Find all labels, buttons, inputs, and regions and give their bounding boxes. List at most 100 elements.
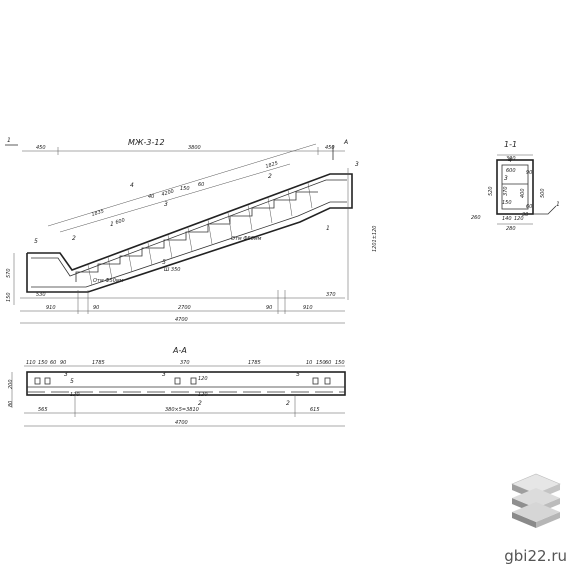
elevation-title: МЖ-3-12: [128, 138, 165, 147]
dim-bottom-b: 910: [46, 305, 56, 311]
dim-bottom-f: 910: [303, 305, 313, 311]
section-11-dim-low-left: 260: [471, 215, 481, 221]
aa-hole: [174, 377, 181, 385]
section-11-leg: [533, 205, 557, 215]
left-height-1: 570: [6, 268, 12, 278]
stirrups: [87, 182, 313, 286]
mark-4: 4: [130, 182, 134, 189]
diagonal-dim-line-2: [59, 163, 291, 233]
aa-hole: [190, 377, 197, 385]
mark-2b: 2: [268, 173, 272, 180]
mark-3b: 3: [355, 161, 359, 168]
rebar-top: [31, 179, 347, 277]
dim-bottom-total: 4700: [175, 317, 188, 323]
section-11-dim-top: 300: [506, 156, 516, 162]
note-2: Отм Ф50мм: [93, 278, 124, 284]
section-11-dim-w2: 400: [520, 188, 526, 198]
dim-diag-1: 4200: [161, 188, 175, 197]
section-11-dim-w6: 140: [502, 216, 512, 222]
mark-3: 3: [164, 201, 168, 208]
section-11-dim-bottom: 280: [506, 226, 516, 232]
aa-dim-a: 110: [26, 360, 36, 366]
aa-dim-j: 60: [325, 360, 331, 366]
dim-bottom-e: 90: [266, 305, 272, 311]
left-height-2: 150: [6, 292, 12, 302]
diagonal-dim-line-1: [47, 143, 317, 227]
stringer-outline: [26, 173, 353, 293]
mark-1: 1: [110, 221, 114, 228]
aa-hole: [324, 377, 331, 385]
dim-diag-5: 40: [148, 194, 154, 200]
dim-top-overall: 3800: [188, 145, 201, 151]
section-arrow-label: А: [343, 139, 348, 146]
mark-1b: 1: [326, 225, 330, 232]
mark-2: 2: [72, 235, 76, 242]
aa-mark-5a: 5: [70, 378, 74, 385]
dim-top-right: 450: [325, 145, 335, 151]
section-11-mark-4: 4: [508, 157, 512, 164]
dim-diag-6: 150: [180, 186, 190, 192]
mark-5b: 5: [162, 259, 166, 266]
section-11-inner: [501, 164, 529, 210]
section-11-title: 1-1: [504, 140, 517, 149]
dim-diag-3: 1835: [91, 208, 105, 217]
section-a-a: А-А 110 150 60 90 1785 370 1785 10 150 6…: [8, 346, 346, 427]
section-mark-left: 1: [7, 137, 11, 144]
note-1: Отм Ф50мм: [231, 236, 262, 242]
section-11-dim-hinner: 370: [503, 186, 509, 196]
aa-mark-3a: 3: [64, 371, 68, 378]
dim-bottom-c: 90: [93, 305, 99, 311]
dim-diag-4: 60: [198, 182, 204, 188]
aa-mark-5b: 5: [296, 371, 300, 378]
section-11-dim-hright: 500: [540, 188, 546, 198]
dim-top-left: 450: [36, 145, 46, 151]
mark-5: 5: [34, 238, 38, 245]
aa-dim-g: 1785: [248, 360, 261, 366]
section-11-dim-w3: 90: [526, 170, 532, 176]
aa-dim-c: 60: [50, 360, 56, 366]
aa-mark-2a: 2: [198, 400, 202, 407]
dim-bottom-d: 2700: [178, 305, 191, 311]
aa-hole: [34, 377, 41, 385]
aa-mark-3b: 3: [162, 371, 166, 378]
brand-logo: [511, 473, 561, 528]
aa-dim-f: 370: [180, 360, 190, 366]
aa-left-h1: 200: [8, 379, 14, 389]
aa-mark-2b: 2: [286, 400, 290, 407]
note-3: Ш 350: [164, 267, 180, 273]
dim-diag-7: 600: [115, 217, 126, 226]
aa-dim-bottom-total: 4700: [175, 420, 188, 426]
right-height: 1201±120: [372, 226, 378, 252]
aa-dim-d: 90: [60, 360, 66, 366]
dim-bottom-g: 370: [326, 292, 336, 298]
dim-diag-2: 1825: [265, 160, 279, 169]
aa-small-dim-3: 120: [198, 392, 208, 398]
aa-dim-b: 150: [38, 360, 48, 366]
rebar-bottom: [31, 201, 347, 288]
step-profile: [75, 191, 318, 282]
section-aa-title: А-А: [172, 346, 187, 355]
stair-elevation: 1 МЖ-3-12 450 3800 450 А 4200 1825 1835 …: [5, 137, 378, 324]
section-11-dim-w4: 60: [526, 204, 532, 210]
section-11-dim-w5: 30: [522, 212, 528, 218]
section-11-mark-1: 1: [556, 201, 560, 208]
aa-dim-i: 150: [316, 360, 326, 366]
section-11-outline: [496, 159, 534, 215]
aa-dim-e: 1785: [92, 360, 105, 366]
section-11-mark-3: 3: [504, 175, 508, 182]
aa-outline: [26, 371, 346, 396]
section-11-dim-w1: 600: [506, 168, 516, 174]
section-11-dim-hleft: 520: [488, 186, 494, 196]
aa-dim-bottom-c: 615: [310, 407, 320, 413]
section-11-dim-w7: 120: [514, 216, 524, 222]
aa-small-dim-2: 120: [198, 376, 208, 382]
aa-dim-bottom-a: 565: [38, 407, 48, 413]
aa-left-h2: 80: [8, 401, 14, 407]
section-11-dim-b1: 150: [502, 200, 512, 206]
aa-dim-h: 10: [306, 360, 312, 366]
dim-bottom-a: 530: [36, 292, 46, 298]
aa-hole: [44, 377, 51, 385]
aa-hole: [312, 377, 319, 385]
section-1-1: 1-1 300 600 520 370 500 400 90 60 30 140…: [471, 140, 560, 232]
